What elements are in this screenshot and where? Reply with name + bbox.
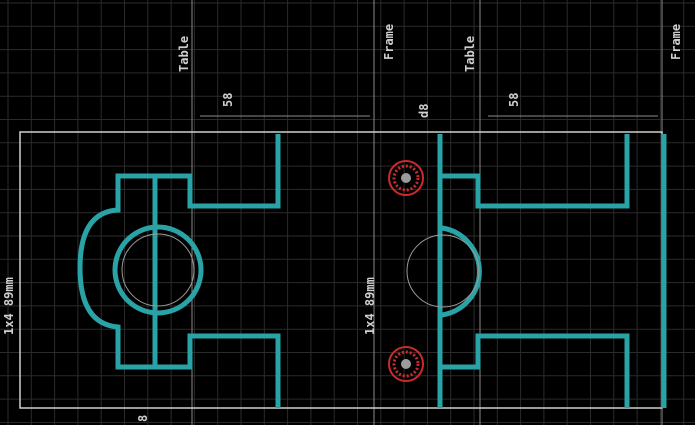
label-frame-left: Frame bbox=[382, 24, 396, 60]
clamp-right-top bbox=[440, 134, 630, 209]
clamp-left-drill bbox=[121, 233, 195, 307]
mount-hole-top-ring bbox=[388, 160, 424, 196]
mount-hole-top[interactable] bbox=[388, 160, 424, 196]
mount-hole-bottom-ring bbox=[388, 346, 424, 382]
label-table-left: Table bbox=[177, 36, 191, 72]
mount-hole-bottom-hatch bbox=[392, 350, 420, 378]
clamp-left-ring bbox=[112, 224, 204, 316]
mount-hole-top-hatch bbox=[392, 164, 420, 192]
label-dim-58-left: 58 bbox=[221, 93, 235, 107]
label-table-right: Table bbox=[463, 36, 477, 72]
mount-hole-bottom[interactable] bbox=[388, 346, 424, 382]
label-dim-size-left: 1x4 89mm bbox=[2, 277, 16, 335]
label-dim-d8: d8 bbox=[417, 104, 431, 118]
mount-hole-top-center bbox=[401, 173, 411, 183]
label-dim-bottom-8: 8 bbox=[136, 415, 150, 422]
clamp-left[interactable] bbox=[77, 134, 281, 408]
clamp-right[interactable] bbox=[437, 134, 667, 408]
clamp-left-body bbox=[77, 134, 281, 408]
label-frame-right: Frame bbox=[669, 24, 683, 60]
clamp-right-bottom bbox=[440, 333, 630, 408]
mount-hole-bottom-center bbox=[401, 359, 411, 369]
clamp-right-drill bbox=[406, 234, 480, 308]
label-dim-58-right: 58 bbox=[507, 93, 521, 107]
label-dim-size-right: 1x4 89mm bbox=[363, 277, 377, 335]
